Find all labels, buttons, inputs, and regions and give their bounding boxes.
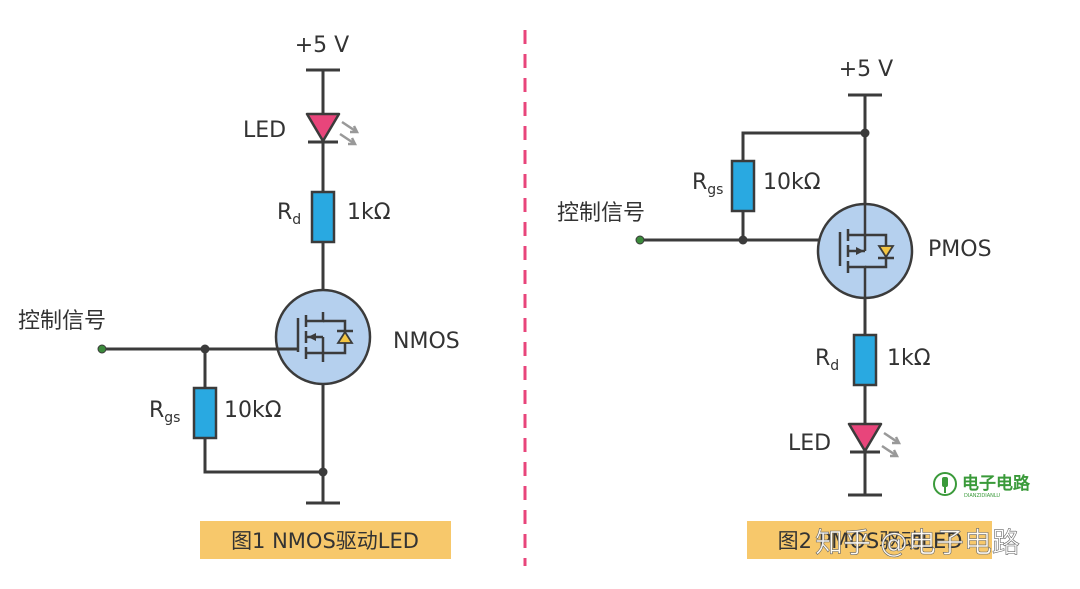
nmos-circuit: +5 V LED Rd 1kΩ [18,33,460,559]
nmos-caption-background [200,521,451,559]
pmos-signal-terminal [635,235,645,245]
pmos-rgs-label: Rgs [692,170,723,198]
nmos-rd-resistor [310,190,336,244]
nmos-rgs-resistor [192,386,218,440]
watermark: 知乎 @电子电路 [815,526,1020,559]
pmos-gate-junction [738,235,748,245]
pmos-rd-label: Rd [815,346,839,374]
nmos-ground-junction [318,467,328,477]
pmos-label: PMOS [928,237,992,262]
nmos-supply-label: +5 V [295,33,349,58]
nmos-wire-rgs-ground [203,438,323,474]
nmos-rgs-label: Rgs [149,398,180,426]
pmos-rd-resistor [852,333,878,387]
nmos-led-label: LED [243,118,286,143]
nmos-rgs-value: 10kΩ [224,398,282,423]
pmos-caption-background [747,521,992,559]
nmos-rd-label: Rd [277,200,301,228]
pmos-circuit: +5 V Rgs 10kΩ 控制信号 [557,57,992,559]
brand-logo: 电子电路 DIANZIDIANLU [933,472,1031,499]
nmos-led-symbol [305,112,360,146]
nmos-signal-label: 控制信号 [18,309,106,334]
pmos-rgs-resistor [730,159,756,213]
pmos-caption: 图2 PMOS驱动LED [778,529,963,553]
logo-icon [933,472,957,496]
pmos-supply-label: +5 V [839,57,893,82]
pmos-rd-value: 1kΩ [887,346,931,371]
nmos-rd-value: 1kΩ [347,200,391,225]
nmos-signal-terminal [97,344,107,354]
pmos-rgs-value: 10kΩ [763,170,821,195]
logo-text: 电子电路 [962,473,1031,494]
nmos-caption: 图1 NMOS驱动LED [231,529,419,553]
nmos-transistor [274,288,372,386]
pmos-transistor [816,202,914,300]
pmos-wire-supply-rgs [741,131,865,161]
logo-subtext: DIANZIDIANLU [964,493,1000,499]
pmos-signal-label: 控制信号 [557,201,645,226]
pmos-led-symbol [847,422,902,458]
pmos-led-label: LED [788,431,831,456]
nmos-label: NMOS [393,329,460,354]
